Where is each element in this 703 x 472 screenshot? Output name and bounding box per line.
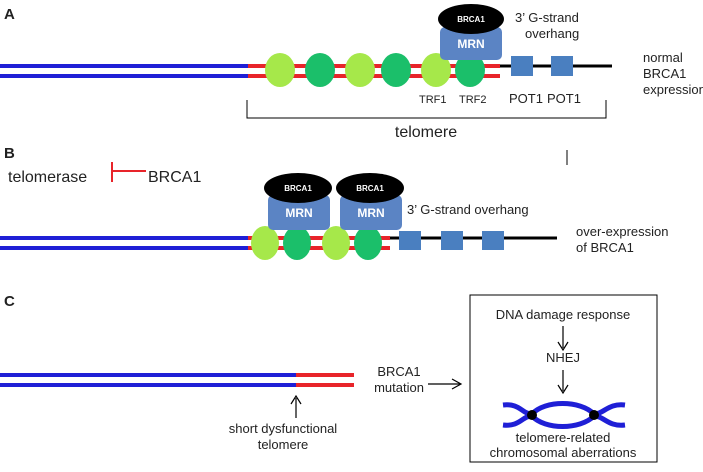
shelterin-proteins-a (265, 53, 573, 87)
arrowhead (557, 341, 569, 352)
brca1-protein (264, 173, 332, 203)
ddr-pathway-box (469, 294, 658, 463)
telomerase-label: telomerase (8, 169, 87, 186)
trf1-protein (421, 53, 451, 87)
expression-label-line1: normal (643, 50, 683, 65)
short-telomere-label-line2: telomere (258, 437, 309, 452)
inhibitor-label: BRCA1 (148, 169, 201, 186)
arrowhead (451, 378, 463, 390)
pot1-protein (441, 231, 463, 250)
pot1-label-right: POT1 (547, 91, 581, 106)
brca1-mrn-complex-b1: MRN BRCA1 (264, 173, 332, 230)
pot1-protein (511, 56, 533, 76)
trf2-label: TRF2 (459, 94, 487, 106)
overhang-label-line2: overhang (525, 26, 579, 41)
ddr-label: DNA damage response (496, 307, 630, 322)
pot1-protein (482, 231, 504, 250)
trf2-protein (354, 226, 382, 260)
overhang-label: 3’ G-strand overhang (407, 202, 529, 217)
mrn-complex (268, 195, 330, 230)
fused-chromosome-icon (502, 401, 626, 429)
brca1-label: BRCA1 (457, 15, 485, 24)
trf1-protein (322, 226, 350, 260)
arrowhead (290, 394, 302, 405)
mrn-complex (440, 27, 502, 60)
trf1-protein (251, 226, 279, 260)
brca1-label: BRCA1 (284, 184, 312, 193)
expression-label-line2: BRCA1 (643, 66, 686, 81)
brca1-mrn-complex-a: MRN BRCA1 (438, 4, 504, 60)
trf2-protein (283, 226, 311, 260)
expression-label-line1: over-expression (576, 224, 669, 239)
panel-c: C short dysfunctional telomere BRCA1 mut… (0, 293, 658, 463)
trf2-protein (381, 53, 411, 87)
aberration-label-line2: chromosomal aberrations (490, 445, 637, 460)
panel-a-label: A (4, 6, 15, 23)
brca1-protein (336, 173, 404, 203)
aberration-label-line1: telomere-related (516, 430, 611, 445)
pot1-protein (399, 231, 421, 250)
expression-label-line3: expression (643, 82, 703, 97)
trf2-protein (305, 53, 335, 87)
mrn-complex (340, 195, 402, 230)
brca1-protein (438, 4, 504, 34)
overhang-label-line1: 3’ G-strand (515, 10, 579, 25)
pot1-label-left: POT1 (509, 91, 543, 106)
mutation-label-line2: mutation (374, 380, 424, 395)
trf2-protein (455, 53, 485, 87)
panel-c-dna (0, 373, 354, 387)
arrowhead (557, 384, 569, 395)
expression-label-line2: of BRCA1 (576, 240, 634, 255)
mrn-label: MRN (357, 206, 384, 220)
panel-b: B telomerase BRCA1 MRN BRCA1 (0, 145, 669, 260)
telomere-label: telomere (395, 124, 457, 141)
panel-a: A MRN BRCA1 3’ G-strand overhang TRF1 (0, 4, 703, 141)
trf1-protein (345, 53, 375, 87)
mutation-label-line1: BRCA1 (377, 364, 420, 379)
panel-b-label: B (4, 145, 15, 162)
pot1-protein (551, 56, 573, 76)
mrn-label: MRN (285, 206, 312, 220)
brca1-mrn-complex-b2: MRN BRCA1 (336, 173, 404, 230)
short-telomere-label-line1: short dysfunctional (229, 421, 338, 436)
nhej-label: NHEJ (546, 350, 580, 365)
trf1-label: TRF1 (419, 94, 447, 106)
panel-c-label: C (4, 293, 15, 310)
brca1-label: BRCA1 (356, 184, 384, 193)
trf1-protein (265, 53, 295, 87)
shelterin-proteins-b (251, 226, 504, 260)
telomere-bracket (246, 100, 607, 119)
mrn-label: MRN (457, 37, 484, 51)
